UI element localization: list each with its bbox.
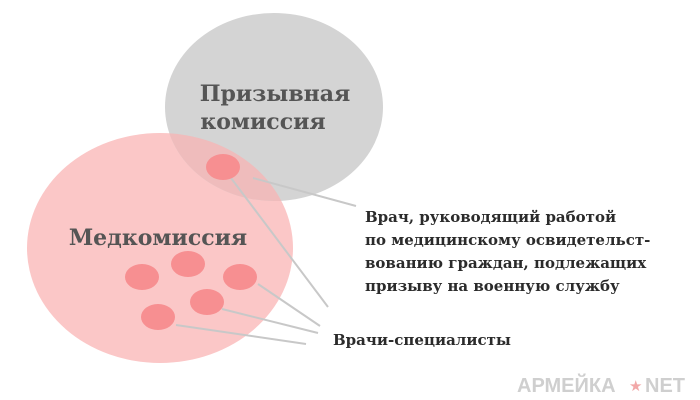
lead-doctor-callout: Врач, руководящий работой по медицинском… xyxy=(365,208,650,295)
lead-doctor-dot xyxy=(206,154,240,180)
watermark-text-right: NET xyxy=(645,375,685,397)
specialist-dot xyxy=(125,264,159,290)
specialist-dot xyxy=(223,264,257,290)
lead-doctor-text-line1: Врач, руководящий работой xyxy=(365,208,616,226)
watermark-text-left: АРМЕЙКА xyxy=(517,373,616,397)
lead-doctor-connector xyxy=(252,177,357,207)
lead-doctor-to-label-connector xyxy=(227,173,329,308)
draft-commission-label-line2: комиссия xyxy=(200,109,325,135)
site-watermark: АРМЕЙКА ★ NET xyxy=(517,373,685,397)
specialists-label: Врачи-специалисты xyxy=(333,331,511,349)
lead-doctor-text-line3: вованию граждан, подлежащих xyxy=(365,254,647,272)
specialist-connector-2 xyxy=(221,308,319,334)
overlap-region xyxy=(165,133,293,201)
specialist-dot xyxy=(190,289,224,315)
lead-doctor-text-line4: призыву на военную службу xyxy=(365,277,620,295)
specialist-connector-3 xyxy=(175,324,307,345)
specialist-dots xyxy=(125,251,257,330)
specialist-dot xyxy=(171,251,205,277)
draft-commission-label-line1: Призывная xyxy=(200,81,350,107)
specialist-connector-1 xyxy=(257,283,321,327)
connector-lines xyxy=(175,173,357,345)
lead-doctor-text-line2: по медицинскому освидетельст- xyxy=(365,231,650,249)
watermark-star-icon: ★ xyxy=(629,378,642,395)
medcommission-label: Медкомиссия xyxy=(69,225,247,251)
specialist-dot xyxy=(141,304,175,330)
